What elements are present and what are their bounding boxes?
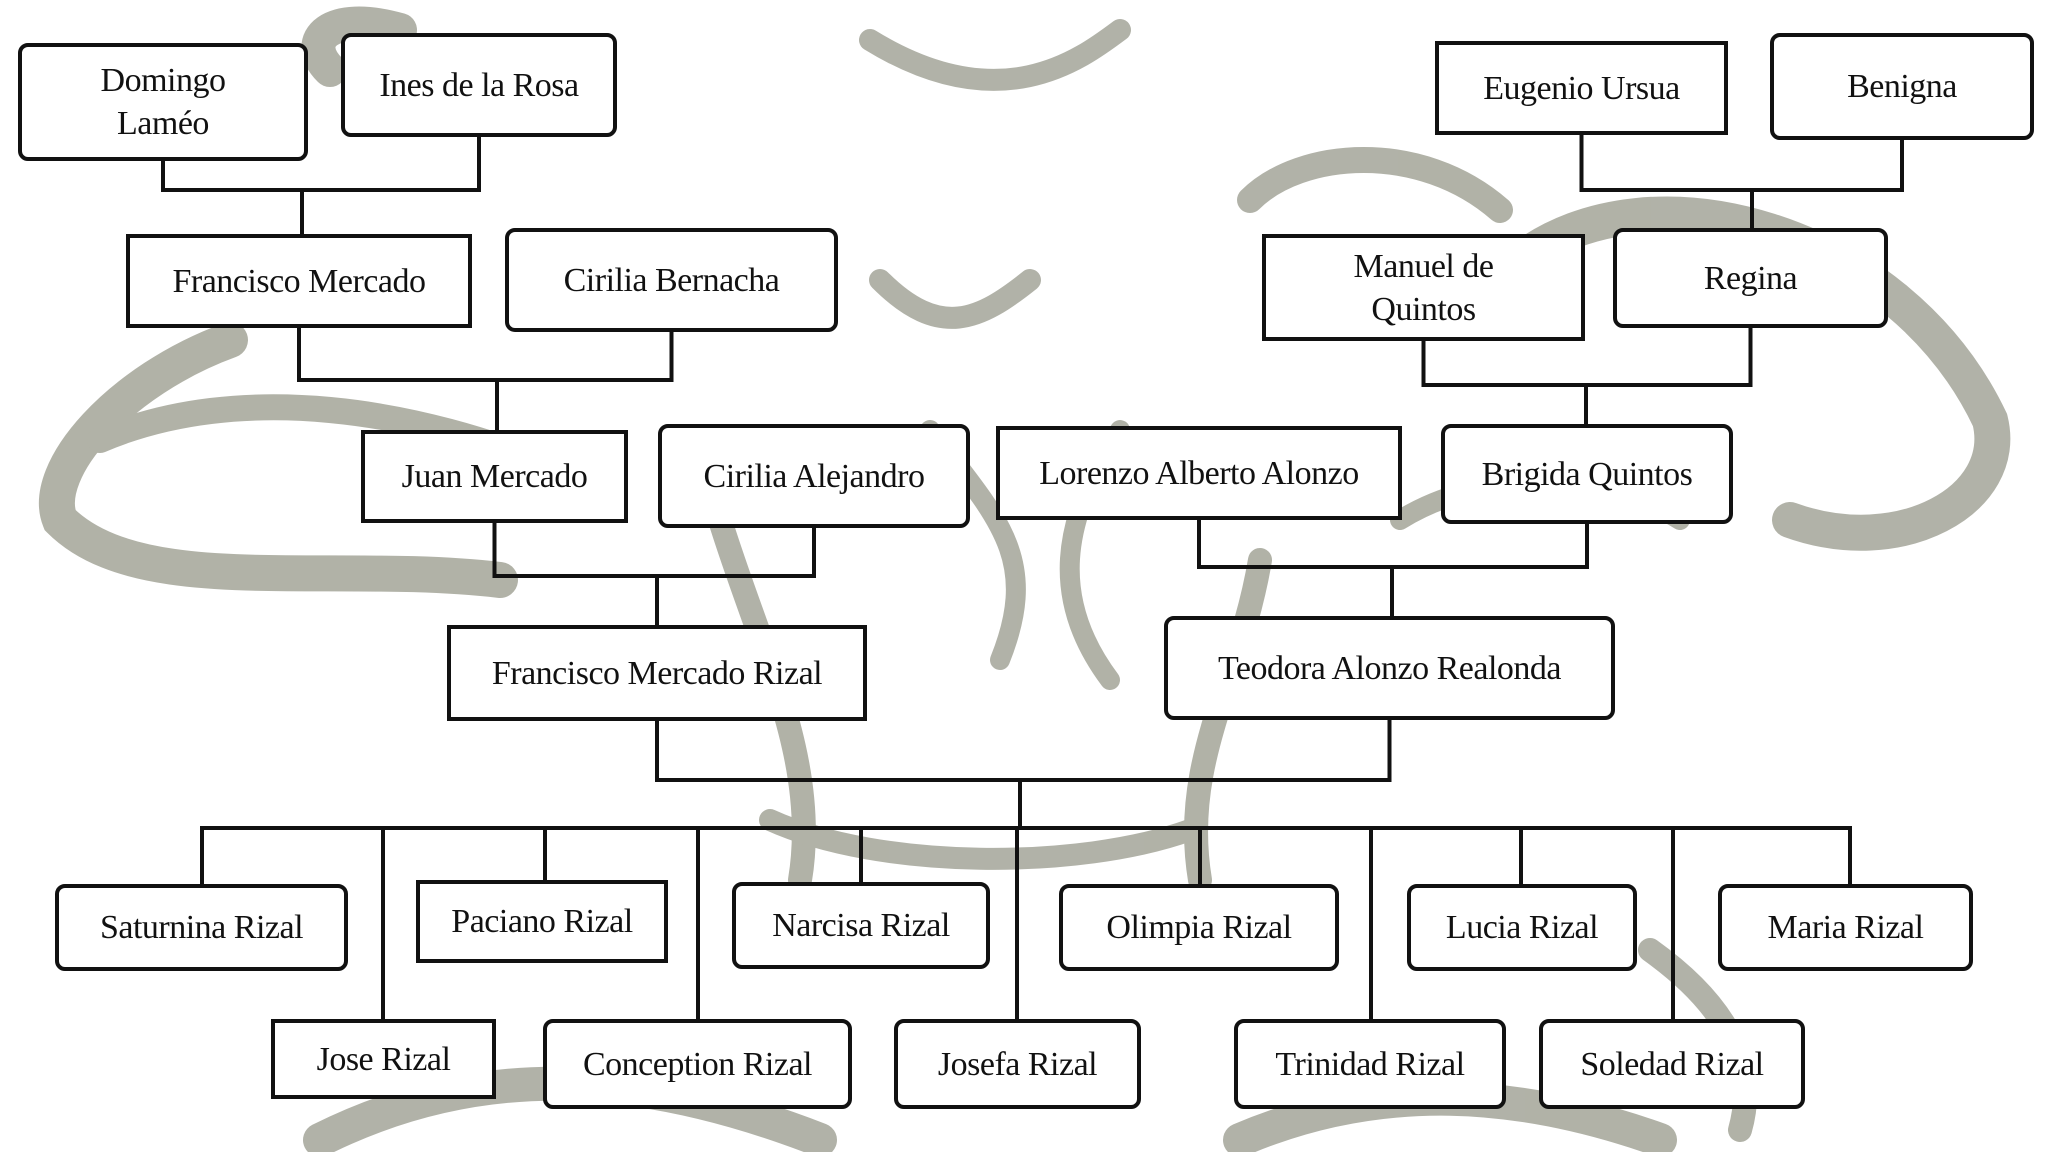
person-box-francisco-mercado: Francisco Mercado bbox=[126, 234, 472, 328]
person-name: Lucia Rizal bbox=[1445, 909, 1599, 946]
person-box-lorenzo: Lorenzo Alberto Alonzo bbox=[996, 426, 1402, 520]
person-box-regina: Regina bbox=[1613, 228, 1888, 328]
person-box-domingo: Domingo Laméo bbox=[18, 43, 308, 161]
person-box-manuel: Manuel de Quintos bbox=[1262, 234, 1585, 341]
person-box-cirilia-alejandro: Cirilia Alejandro bbox=[658, 424, 970, 528]
person-name: Narcisa Rizal bbox=[772, 907, 950, 944]
person-box-josefa: Josefa Rizal bbox=[894, 1019, 1141, 1109]
person-box-saturnina: Saturnina Rizal bbox=[55, 884, 348, 971]
person-name: Juan Mercado bbox=[401, 458, 588, 495]
person-name: Josefa Rizal bbox=[937, 1045, 1098, 1083]
person-name: Olimpia Rizal bbox=[1106, 909, 1292, 946]
person-name: Teodora Alonzo Realonda bbox=[1217, 649, 1562, 687]
person-name: Paciano Rizal bbox=[451, 903, 633, 940]
person-box-juan-mercado: Juan Mercado bbox=[361, 430, 628, 523]
person-name: Regina bbox=[1703, 259, 1798, 297]
person-box-soledad: Soledad Rizal bbox=[1539, 1019, 1805, 1109]
person-name: Maria Rizal bbox=[1767, 909, 1924, 946]
person-name: Soledad Rizal bbox=[1580, 1045, 1764, 1083]
person-box-trinidad: Trinidad Rizal bbox=[1234, 1019, 1506, 1109]
person-box-paciano: Paciano Rizal bbox=[416, 880, 668, 963]
person-box-narcisa: Narcisa Rizal bbox=[732, 882, 990, 969]
person-name: Francisco Mercado bbox=[172, 262, 426, 300]
person-name: Eugenio Ursua bbox=[1483, 69, 1680, 107]
person-box-jose: Jose Rizal bbox=[271, 1019, 496, 1099]
person-box-eugenio: Eugenio Ursua bbox=[1435, 41, 1728, 135]
person-name: Manuel de Quintos bbox=[1353, 247, 1494, 328]
person-box-francisco-mercado-rizal: Francisco Mercado Rizal bbox=[447, 625, 867, 721]
person-name: Domingo Laméo bbox=[100, 62, 226, 142]
person-name: Jose Rizal bbox=[316, 1040, 451, 1078]
person-box-brigida: Brigida Quintos bbox=[1441, 424, 1733, 524]
person-name: Benigna bbox=[1847, 68, 1957, 105]
person-box-olimpia: Olimpia Rizal bbox=[1059, 884, 1339, 971]
person-box-maria: Maria Rizal bbox=[1718, 884, 1973, 971]
person-box-benigna: Benigna bbox=[1770, 33, 2034, 140]
person-name: Cirilia Alejandro bbox=[703, 457, 925, 495]
person-name: Saturnina Rizal bbox=[99, 909, 304, 946]
person-name: Cirilia Bernacha bbox=[563, 261, 780, 299]
person-name: Lorenzo Alberto Alonzo bbox=[1039, 454, 1359, 492]
person-box-cirilia-bernacha: Cirilia Bernacha bbox=[505, 228, 838, 332]
person-name: Francisco Mercado Rizal bbox=[491, 654, 823, 692]
person-box-lucia: Lucia Rizal bbox=[1407, 884, 1637, 971]
person-box-teodora: Teodora Alonzo Realonda bbox=[1164, 616, 1615, 720]
person-name: Brigida Quintos bbox=[1481, 455, 1693, 493]
person-name: Ines de la Rosa bbox=[379, 66, 579, 104]
person-box-conception: Conception Rizal bbox=[543, 1019, 852, 1109]
person-name: Trinidad Rizal bbox=[1275, 1045, 1465, 1083]
person-box-ines: Ines de la Rosa bbox=[341, 33, 617, 137]
person-name: Conception Rizal bbox=[582, 1045, 813, 1083]
